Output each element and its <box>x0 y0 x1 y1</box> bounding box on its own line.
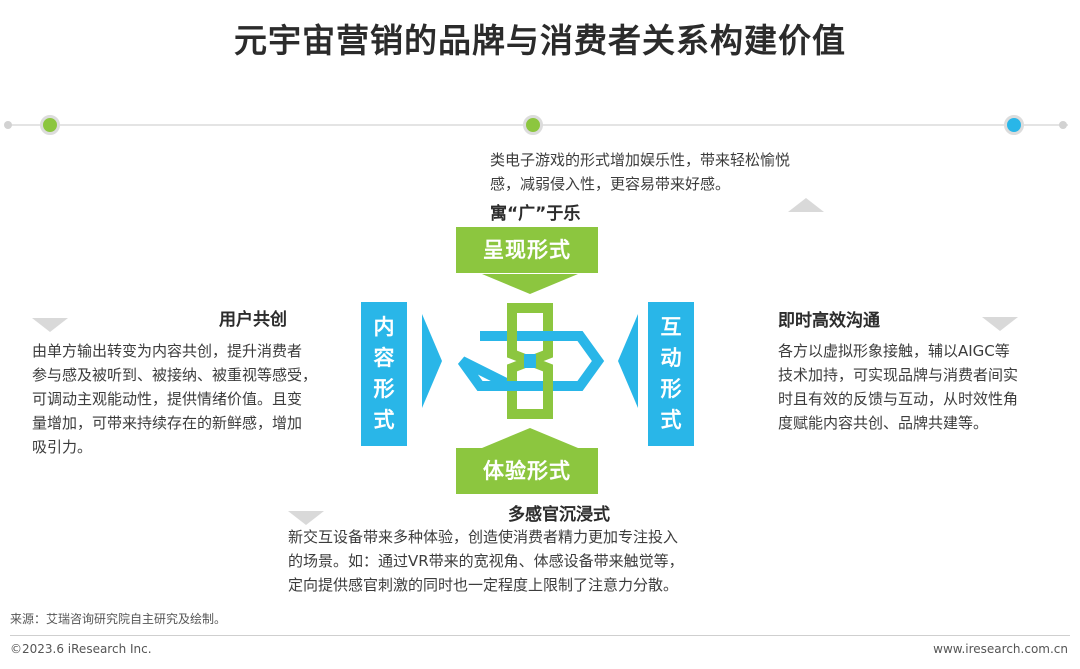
footer-divider <box>10 635 1070 636</box>
right-description-line: 时且有效的反馈与互动，从时效性角 <box>778 390 1019 408</box>
bottom-description: 新交互设备带来多种体验，创造使消费者精力更加专注投入 的场景。如：通过VR带来的… <box>288 525 758 597</box>
right-description: 各方以虚拟形象接触，辅以AIGC等 技术加持，可实现品牌与消费者间实 时且有效的… <box>778 339 1068 435</box>
timeline-end-dot-left <box>4 121 12 129</box>
right-description-line: 各方以虚拟形象接触，辅以AIGC等 <box>778 342 1010 360</box>
center-knot-graphic <box>422 274 638 448</box>
triangle-down-icon <box>982 317 1018 331</box>
box-interaction-form-char: 形 <box>660 377 682 401</box>
timeline-dot-blue-right <box>1004 115 1024 135</box>
source-note: 来源：艾瑞咨询研究院自主研究及绘制。 <box>10 612 227 626</box>
box-content-form-char: 式 <box>373 408 395 432</box>
left-description-line: 吸引力。 <box>32 438 93 456</box>
website-link[interactable]: www.iresearch.com.cn <box>933 642 1068 656</box>
center-square <box>524 354 536 368</box>
triangle-down-icon <box>288 511 324 525</box>
timeline-end-dot-right <box>1059 121 1067 129</box>
arrow-right-icon <box>422 314 442 408</box>
left-description-line: 由单方输出转变为内容共创，提升消费者 <box>32 342 303 360</box>
left-heading: 用户共创 <box>219 310 287 330</box>
triangle-up-icon <box>788 198 824 212</box>
box-content-form-char: 容 <box>373 346 395 370</box>
page-title: 元宇宙营销的品牌与消费者关系构建价值 <box>234 21 846 60</box>
left-description-line: 参与感及被听到、被接纳、被重视等感受， <box>32 366 318 384</box>
bottom-heading: 多感官沉浸式 <box>508 505 610 525</box>
top-heading: 寓“广”于乐 <box>490 204 581 224</box>
bottom-description-line: 定向提供感官刺激的同时也一定程度上限制了注意力分散。 <box>288 576 679 594</box>
right-heading: 即时高效沟通 <box>778 311 880 331</box>
arrow-up-icon <box>482 428 578 448</box>
bottom-description-line: 的场景。如：通过VR带来的宽视角、体感设备带来触觉等， <box>288 552 684 570</box>
left-description: 由单方输出转变为内容共创，提升消费者 参与感及被听到、被接纳、被重视等感受， 可… <box>32 339 352 459</box>
top-description: 类电子游戏的形式增加娱乐性，带来轻松愉悦 感，减弱侵入性，更容易带来好感。 <box>490 148 850 196</box>
triangle-down-icon <box>32 318 68 332</box>
box-presentation-form: 呈现形式 <box>456 227 598 273</box>
timeline-dot-green-left <box>40 115 60 135</box>
box-interaction-form-char: 互 <box>660 315 682 339</box>
arrow-down-icon <box>482 274 578 294</box>
box-content-form-char: 内 <box>373 315 395 339</box>
arrow-left-icon <box>618 314 638 408</box>
box-experience-form: 体验形式 <box>456 448 598 494</box>
left-description-line: 量增加，可带来持续存在的新鲜感，增加 <box>32 414 303 432</box>
box-content-form-char: 形 <box>373 377 395 401</box>
bottom-description-line: 新交互设备带来多种体验，创造使消费者精力更加专注投入 <box>288 528 679 546</box>
top-description-line: 类电子游戏的形式增加娱乐性，带来轻松愉悦 <box>490 151 791 169</box>
timeline-dot-green-center <box>523 115 543 135</box>
top-description-line: 感，减弱侵入性，更容易带来好感。 <box>490 175 731 193</box>
right-description-line: 度赋能内容共创、品牌共建等。 <box>778 414 989 432</box>
copyright: ©2023.6 iResearch Inc. <box>10 642 152 656</box>
right-description-line: 技术加持，可实现品牌与消费者间实 <box>778 366 1019 384</box>
box-interaction-form-char: 动 <box>660 346 682 370</box>
left-description-line: 可调动主观能动性，提供情绪价值。且变 <box>32 390 303 408</box>
box-interaction-form-char: 式 <box>660 408 682 432</box>
box-content-form: 内 容 形 式 <box>361 302 407 446</box>
box-interaction-form: 互 动 形 式 <box>648 302 694 446</box>
